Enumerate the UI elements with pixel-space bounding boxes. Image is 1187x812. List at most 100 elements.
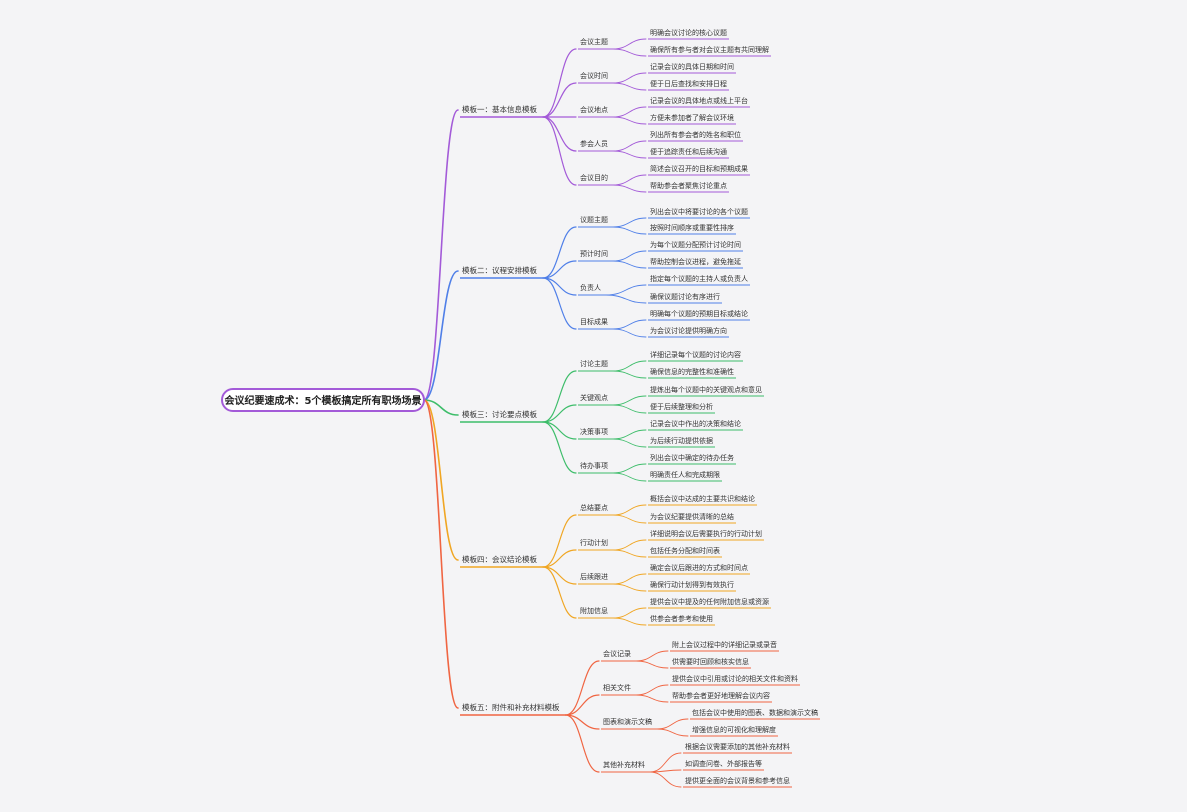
topic-node-label: 后续跟进 <box>580 572 608 581</box>
topic-node-label: 决策事项 <box>580 427 608 436</box>
topic-to-leaf-line <box>649 752 682 773</box>
mind-map-nodes: 会议纪要速成术：5个模板搞定所有职场场景模板一：基本信息模板会议主题明确会议讨论… <box>221 28 818 785</box>
leaf-node-label: 提供会议中引用或讨论的相关文件和资料 <box>672 674 798 683</box>
leaf-node-label: 确保所有参与者对会议主题有共同理解 <box>650 45 769 54</box>
branch-to-topic-line <box>542 566 577 619</box>
topic-node-label: 附加信息 <box>580 606 608 615</box>
topic-to-leaf-line <box>612 319 647 330</box>
leaf-node-label: 为每个议题分配预计讨论时间 <box>650 240 741 249</box>
topic-to-leaf-line <box>612 174 647 186</box>
leaf-node-label: 如调查问卷、外部报告等 <box>685 759 762 768</box>
leaf-node-label: 记录会议的具体日期和时间 <box>650 62 734 71</box>
leaf-node-label: 为会议讨论提供明确方向 <box>650 326 727 335</box>
leaf-node-label: 便于追踪责任和后续沟通 <box>650 147 727 156</box>
leaf-node-label: 方便未参加者了解会议环境 <box>650 113 734 122</box>
topic-to-leaf-line <box>612 250 647 262</box>
topic-to-leaf-line <box>612 573 647 585</box>
topic-node-label: 待办事项 <box>580 461 608 470</box>
topic-to-leaf-line <box>605 294 647 304</box>
leaf-node-label: 为后续行动提供依据 <box>650 436 713 445</box>
leaf-node-label: 便于后续整理和分析 <box>650 402 713 411</box>
topic-to-leaf-line <box>612 539 647 551</box>
topic-to-leaf-line <box>612 150 647 159</box>
topic-to-leaf-line <box>635 684 669 696</box>
topic-node-label: 会议记录 <box>603 649 631 658</box>
topic-to-leaf-line <box>612 514 647 524</box>
topic-to-leaf-line <box>635 660 669 669</box>
leaf-node-label: 供需要时回顾和核实信息 <box>672 657 749 666</box>
leaf-node-label: 明确会议讨论的核心议题 <box>650 28 727 37</box>
topic-to-leaf-line <box>612 472 647 482</box>
leaf-node-label: 确保议题讨论有序进行 <box>650 292 720 301</box>
topic-to-leaf-line <box>656 718 689 730</box>
leaf-node-label: 确保信息的完整性和准确性 <box>650 367 734 376</box>
leaf-node-label: 指定每个议题的主持人或负责人 <box>650 274 748 283</box>
leaf-node-label: 包括任务分配和时间表 <box>650 546 720 555</box>
topic-node-label: 总结要点 <box>580 503 608 512</box>
topic-node-label: 参会人员 <box>580 139 608 148</box>
topic-to-leaf-line <box>612 504 647 516</box>
topic-node-label: 会议地点 <box>580 105 608 114</box>
branch-to-topic-line <box>542 226 577 279</box>
topic-to-leaf-line <box>635 650 669 662</box>
topic-to-leaf-line <box>612 549 647 558</box>
topic-to-leaf-line <box>612 82 647 91</box>
branch-to-topic-line <box>542 421 577 474</box>
leaf-node-label: 提炼出每个议题中的关键观点和意见 <box>650 385 762 394</box>
leaf-node-label: 便于日后查找和安排日程 <box>650 79 727 88</box>
leaf-node-label: 列出会议中将要讨论的各个议题 <box>650 207 748 216</box>
topic-to-leaf-line <box>649 771 682 788</box>
leaf-node-label: 帮助参会者更好地理解会议内容 <box>672 691 770 700</box>
branch-to-topic-line <box>542 116 577 152</box>
topic-to-leaf-line <box>612 607 647 619</box>
topic-node-label: 会议时间 <box>580 71 608 80</box>
root-to-branch-line <box>423 399 459 416</box>
leaf-node-label: 明确责任人和完成期限 <box>650 470 720 479</box>
topic-node-label: 会议目的 <box>580 173 608 182</box>
topic-to-leaf-line <box>612 360 647 372</box>
leaf-node-label: 确保行动计划得到有效执行 <box>650 580 734 589</box>
root-to-branch-line <box>423 399 459 561</box>
topic-to-leaf-line <box>612 429 647 440</box>
topic-to-leaf-line <box>635 694 669 703</box>
branch-node-label: 模板三：讨论要点模板 <box>462 409 537 419</box>
topic-node-label: 图表和演示文稿 <box>603 717 652 726</box>
topic-to-leaf-line <box>612 184 647 193</box>
topic-node-label: 相关文件 <box>603 683 631 692</box>
root-node-box[interactable] <box>221 388 425 412</box>
topic-to-leaf-line <box>612 404 647 414</box>
branch-to-topic-line <box>542 116 577 186</box>
topic-to-leaf-line <box>612 395 647 406</box>
topic-to-leaf-line <box>612 617 647 626</box>
leaf-node-label: 按照时间顺序或重要性排序 <box>650 223 734 232</box>
branch-to-topic-line <box>542 277 577 330</box>
topic-to-leaf-line <box>612 260 647 269</box>
leaf-node-label: 记录会议的具体地点或线上平台 <box>650 96 748 105</box>
topic-to-leaf-line <box>612 38 647 50</box>
branch-to-topic-line <box>542 260 577 279</box>
branch-node-label: 模板一：基本信息模板 <box>462 104 537 114</box>
topic-to-leaf-line <box>612 48 647 57</box>
topic-node-label: 讨论主题 <box>580 359 608 368</box>
topic-to-leaf-line <box>656 728 689 737</box>
topic-node-label: 其他补充材料 <box>603 760 645 769</box>
topic-to-leaf-line <box>612 106 647 118</box>
branch-to-topic-line <box>542 549 577 568</box>
leaf-node-label: 列出所有参会者的姓名和职位 <box>650 130 741 139</box>
root-to-branch-line <box>423 109 459 401</box>
leaf-node-label: 供参会者参考和使用 <box>650 614 713 623</box>
branch-node-label: 模板四：会议结论模板 <box>462 554 537 564</box>
leaf-node-label: 包括会议中使用的图表、数据和演示文稿 <box>692 708 818 717</box>
leaf-node-label: 根据会议需要添加的其他补充材料 <box>685 742 790 751</box>
root-node-label: 会议纪要速成术：5个模板搞定所有职场场景 <box>225 394 422 407</box>
root-to-branch-line <box>423 399 459 709</box>
leaf-node-label: 记录会议中作出的决策和结论 <box>650 419 741 428</box>
leaf-node-label: 确定会议后跟进的方式和时间点 <box>650 563 748 572</box>
branch-node-label: 模板二：议程安排模板 <box>462 265 537 275</box>
branch-to-topic-line <box>564 660 600 716</box>
leaf-node-label: 为会议纪要提供清晰的总结 <box>650 512 734 521</box>
topic-node-label: 目标成果 <box>580 317 608 326</box>
leaf-node-label: 附上会议过程中的详细记录或录音 <box>672 640 777 649</box>
leaf-node-label: 详细说明会议后需要执行的行动计划 <box>650 529 762 538</box>
